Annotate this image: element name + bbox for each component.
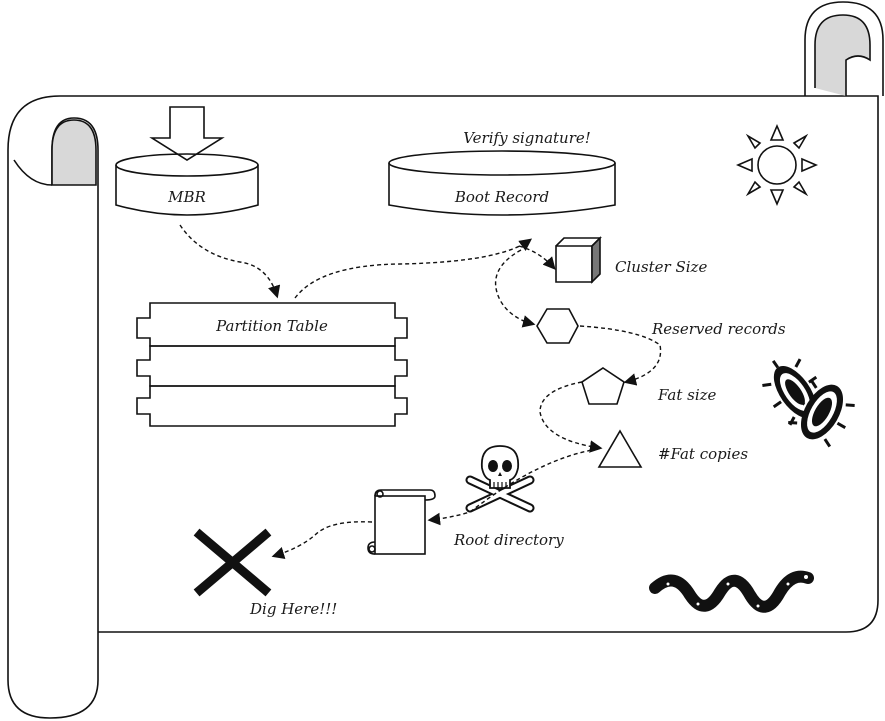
small-scroll-icon <box>367 489 436 555</box>
root-directory-label: Root directory <box>453 531 564 549</box>
fat-size-label: Fat size <box>657 386 717 404</box>
mbr-label: MBR <box>167 188 206 206</box>
sun-icon <box>735 123 819 207</box>
hexagon-icon <box>536 308 579 344</box>
partition-table <box>136 302 408 427</box>
verify-signature-label: Verify signature! <box>463 129 591 147</box>
mbr-disk <box>115 153 259 216</box>
skull-crossbones-icon <box>465 445 535 513</box>
down-arrow-icon <box>149 106 225 161</box>
boot-record-disk <box>388 150 616 216</box>
bacteria-icon <box>762 358 855 448</box>
fat-copies-label: #Fat copies <box>658 445 748 463</box>
cube-icon <box>555 236 602 284</box>
cluster-size-label: Cluster Size <box>615 258 707 276</box>
dig-here-label: Dig Here!!! <box>249 600 337 618</box>
partition-table-label: Partition Table <box>215 317 328 335</box>
x-mark-icon <box>193 528 272 597</box>
snake-icon <box>649 570 814 613</box>
triangle-icon <box>597 429 643 468</box>
connectors <box>179 224 662 560</box>
boot-record-label: Boot Record <box>454 188 549 206</box>
scroll-background <box>7 1 884 719</box>
pentagon-icon <box>581 367 625 405</box>
reserved-records-label: Reserved records <box>651 320 786 338</box>
